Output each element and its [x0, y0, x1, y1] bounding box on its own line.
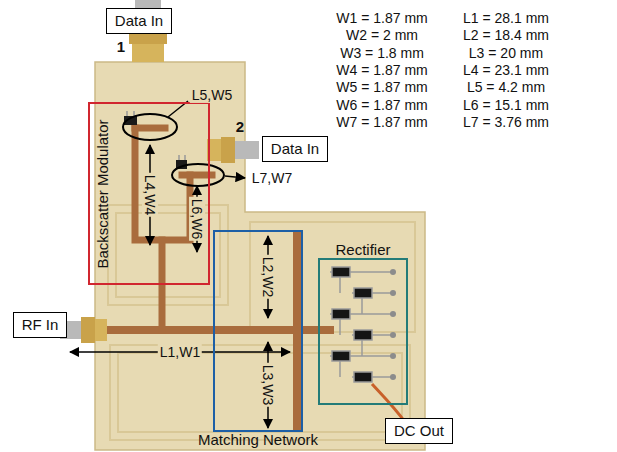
modulator-trace: [159, 240, 166, 330]
solder-pads: [390, 269, 396, 380]
back-trace: [118, 353, 402, 432]
node-text: Data In: [271, 140, 319, 158]
dimension-label: L3,W3: [260, 363, 276, 407]
back-trace: [110, 345, 410, 440]
dimension-table-cell: L6 = 15.1 mm: [461, 96, 551, 112]
solder-pad: [390, 332, 396, 338]
port-box: Data In: [106, 8, 172, 34]
connector-barrel: [235, 141, 259, 159]
solder-pad: [390, 311, 396, 317]
diode: [354, 372, 372, 382]
stub-trace: [293, 235, 301, 428]
connector-nut: [221, 137, 235, 163]
dimension-table-cell: W5 = 1.87 mm: [334, 79, 429, 95]
dimension-label: L5,W5: [190, 87, 234, 103]
port-box: RF In: [13, 312, 68, 338]
solder-pad: [390, 290, 396, 296]
solder-pad: [390, 353, 396, 359]
diode: [332, 267, 350, 277]
callout-number: 2: [234, 118, 246, 135]
node-text: Backscatter Modulator: [94, 119, 111, 268]
dimension-table-cell: L5 = 4.2 mm: [465, 79, 547, 95]
diode-lead: [330, 272, 395, 377]
diode: [332, 351, 350, 361]
matching-region: Matching Network: [213, 230, 303, 432]
dimension-arrows: [70, 101, 290, 428]
leader-arrow: [225, 176, 245, 178]
callout-ellipse: [123, 114, 177, 140]
stub-trace: [182, 172, 212, 179]
dimension-label: L7,W7: [250, 170, 294, 186]
sma-connector: [207, 137, 259, 163]
dimension-table-cell: W4 = 1.87 mm: [334, 62, 429, 78]
dc-wire: [372, 384, 405, 422]
port-box: DC Out: [385, 418, 453, 444]
dimension-label: L2,W2: [260, 255, 276, 299]
node-text: DC Out: [394, 422, 444, 440]
port-box: Data In: [262, 136, 328, 162]
diode: [354, 288, 372, 298]
dimension-label: L6,W6: [189, 197, 205, 241]
dimension-table-cell: L1 = 28.1 mm: [461, 10, 551, 26]
diode: [354, 330, 372, 340]
dimension-table-cell: L4 = 23.1 mm: [461, 62, 551, 78]
solder-pad: [390, 374, 396, 380]
node-text: Matching Network: [198, 431, 318, 448]
rectifier-region: Rectifier: [318, 258, 408, 405]
node-text: Data In: [115, 12, 163, 30]
stub-trace: [135, 125, 165, 132]
dimension-table-cell: W6 = 1.87 mm: [334, 96, 429, 112]
back-trace: [250, 222, 415, 332]
dimension-table-cell: L3 = 20 mm: [467, 45, 545, 61]
dimension-label: L4,W4: [142, 173, 158, 217]
dimension-table-cell: W1 = 1.87 mm: [334, 10, 429, 26]
dimension-label: L1,W1: [158, 344, 202, 360]
transistors: [124, 111, 187, 169]
dimension-table-cell: L7 = 3.76 mm: [461, 114, 551, 130]
solder-pad: [390, 269, 396, 275]
connector-base: [132, 44, 164, 62]
dimension-table-cell: W2 = 2 mm: [344, 27, 420, 43]
dimension-table-cell: L2 = 18.4 mm: [461, 27, 551, 43]
callout-number: 1: [115, 38, 127, 55]
diode: [332, 309, 350, 319]
node-text: Rectifier: [335, 241, 390, 258]
dimension-table-cell: W7 = 1.87 mm: [334, 114, 429, 130]
diode-chain: [330, 267, 396, 382]
back-trace: [108, 205, 228, 305]
node-text: RF In: [22, 316, 59, 334]
callout-ellipse: [172, 164, 224, 186]
connector-nut: [81, 317, 95, 343]
dimension-table-cell: W3 = 1.8 mm: [338, 45, 426, 61]
connector-base: [95, 319, 107, 341]
component-lead: [127, 111, 185, 160]
